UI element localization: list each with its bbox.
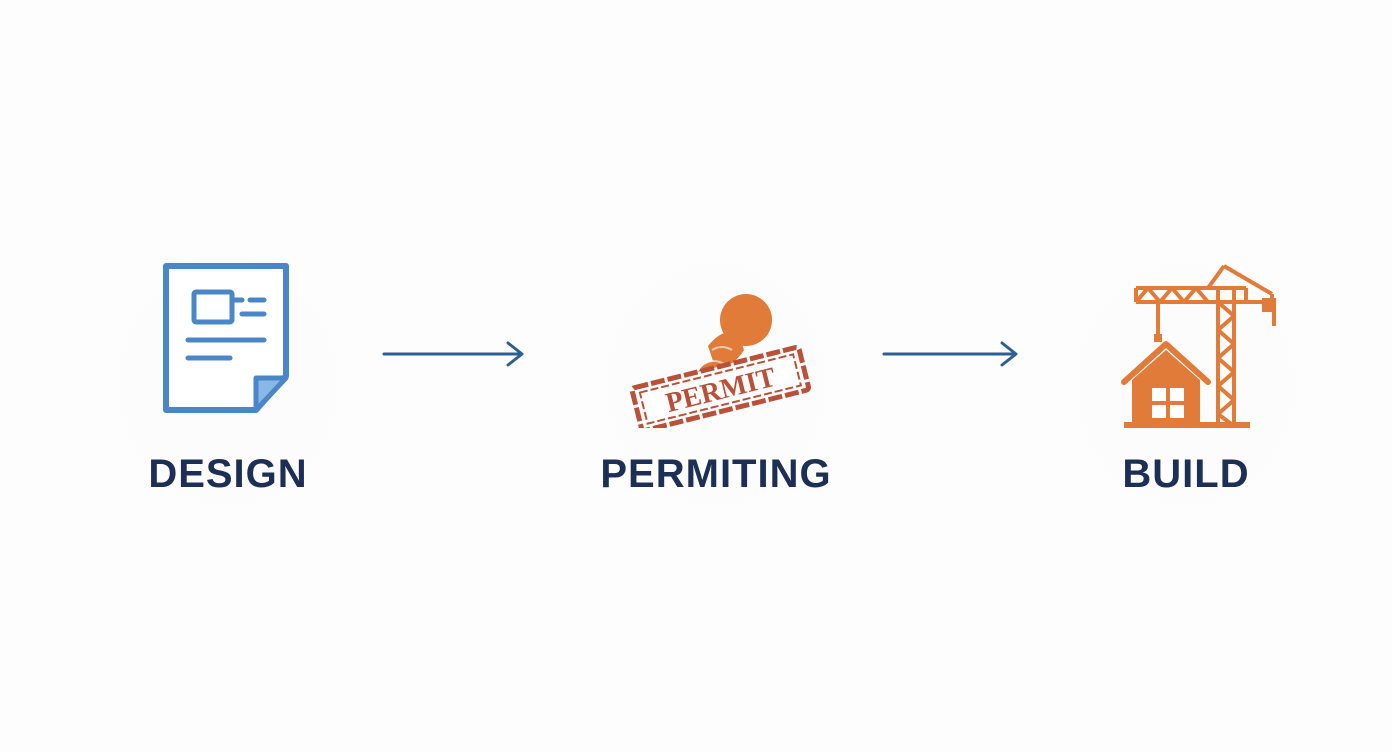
step-design: DESIGN — [98, 240, 358, 530]
step-build: BUILD — [1056, 240, 1316, 530]
document-icon — [98, 258, 358, 438]
permit-stamp-icon: PERMIT — [586, 258, 846, 438]
arrow-right-icon — [880, 340, 1030, 370]
step-label-build: BUILD — [1122, 452, 1250, 496]
crane-house-icon — [1056, 258, 1316, 438]
step-permitting: PERMIT PERMITING — [586, 240, 846, 530]
arrow-right-icon — [380, 340, 530, 370]
step-label-design: DESIGN — [148, 452, 308, 496]
step-label-permitting: PERMITING — [600, 452, 832, 496]
